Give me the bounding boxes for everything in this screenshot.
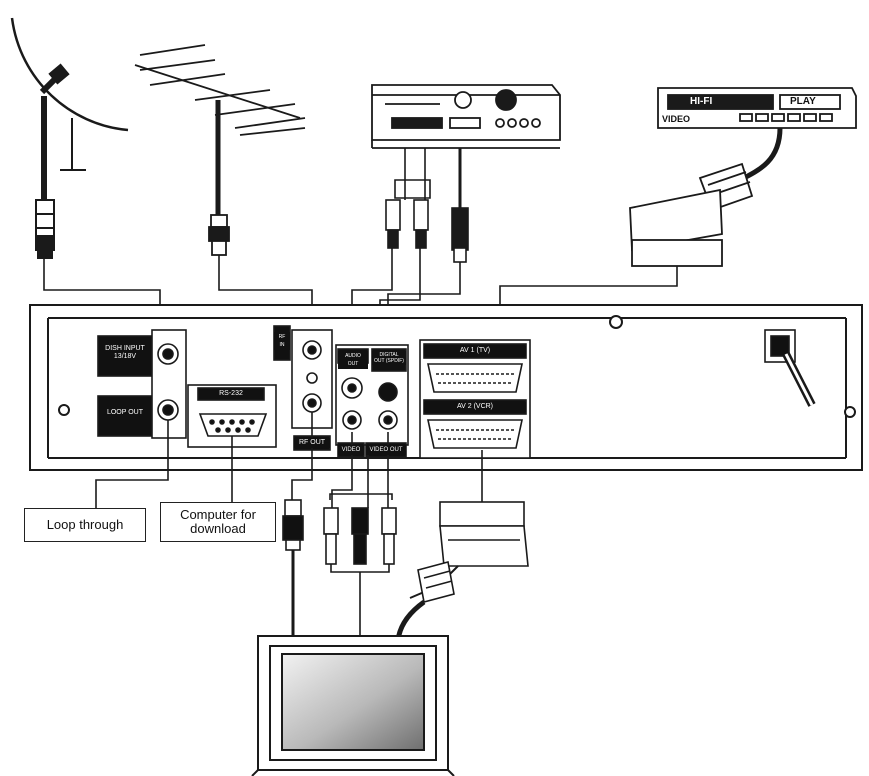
video-out-tag: VIDEO OUT	[366, 445, 406, 455]
computer-download-line2: download	[190, 521, 246, 536]
digital-out-tag: DIGITAL OUT (SPDIF)	[372, 351, 406, 365]
dish-input-tag: DISH INPUT 13/18V	[100, 344, 150, 362]
vcr-hifi-label: HI-FI	[690, 96, 713, 107]
vcr-video-label: VIDEO	[662, 114, 691, 124]
rf-out-tag: RF OUT	[294, 438, 330, 448]
tv-antenna-icon	[134, 44, 306, 256]
scart-plug-top-icon	[629, 127, 783, 267]
television-icon	[251, 635, 455, 776]
computer-download-line1: Computer for	[180, 507, 256, 522]
rca-audio-plugs-top-icon	[385, 148, 469, 263]
rs232-tag: RS-232	[200, 389, 262, 399]
loop-through-label: Loop through	[24, 508, 146, 542]
video-tag: VIDEO	[338, 445, 364, 455]
rf-in-tag: RF IN	[274, 332, 290, 350]
av2-vcr-tag: AV 2 (VCR)	[424, 402, 526, 412]
computer-download-label: Computer for download	[160, 502, 276, 542]
av1-tv-tag: AV 1 (TV)	[424, 346, 526, 356]
amplifier-icon	[371, 84, 561, 149]
vcr-mode-label: PLAY	[790, 96, 816, 107]
vcr-icon	[657, 87, 857, 129]
scart-plug-bottom-icon	[395, 501, 529, 641]
rf-plug-bottom-icon	[282, 499, 304, 640]
audio-out-tag: AUDIO OUT	[338, 351, 368, 369]
loop-out-tag: LOOP OUT	[100, 408, 150, 418]
scart-sockets	[419, 339, 531, 459]
power-cord-icon	[764, 329, 816, 407]
rca-plugs-bottom-icon	[323, 493, 397, 640]
satellite-dish-icon	[10, 17, 129, 259]
